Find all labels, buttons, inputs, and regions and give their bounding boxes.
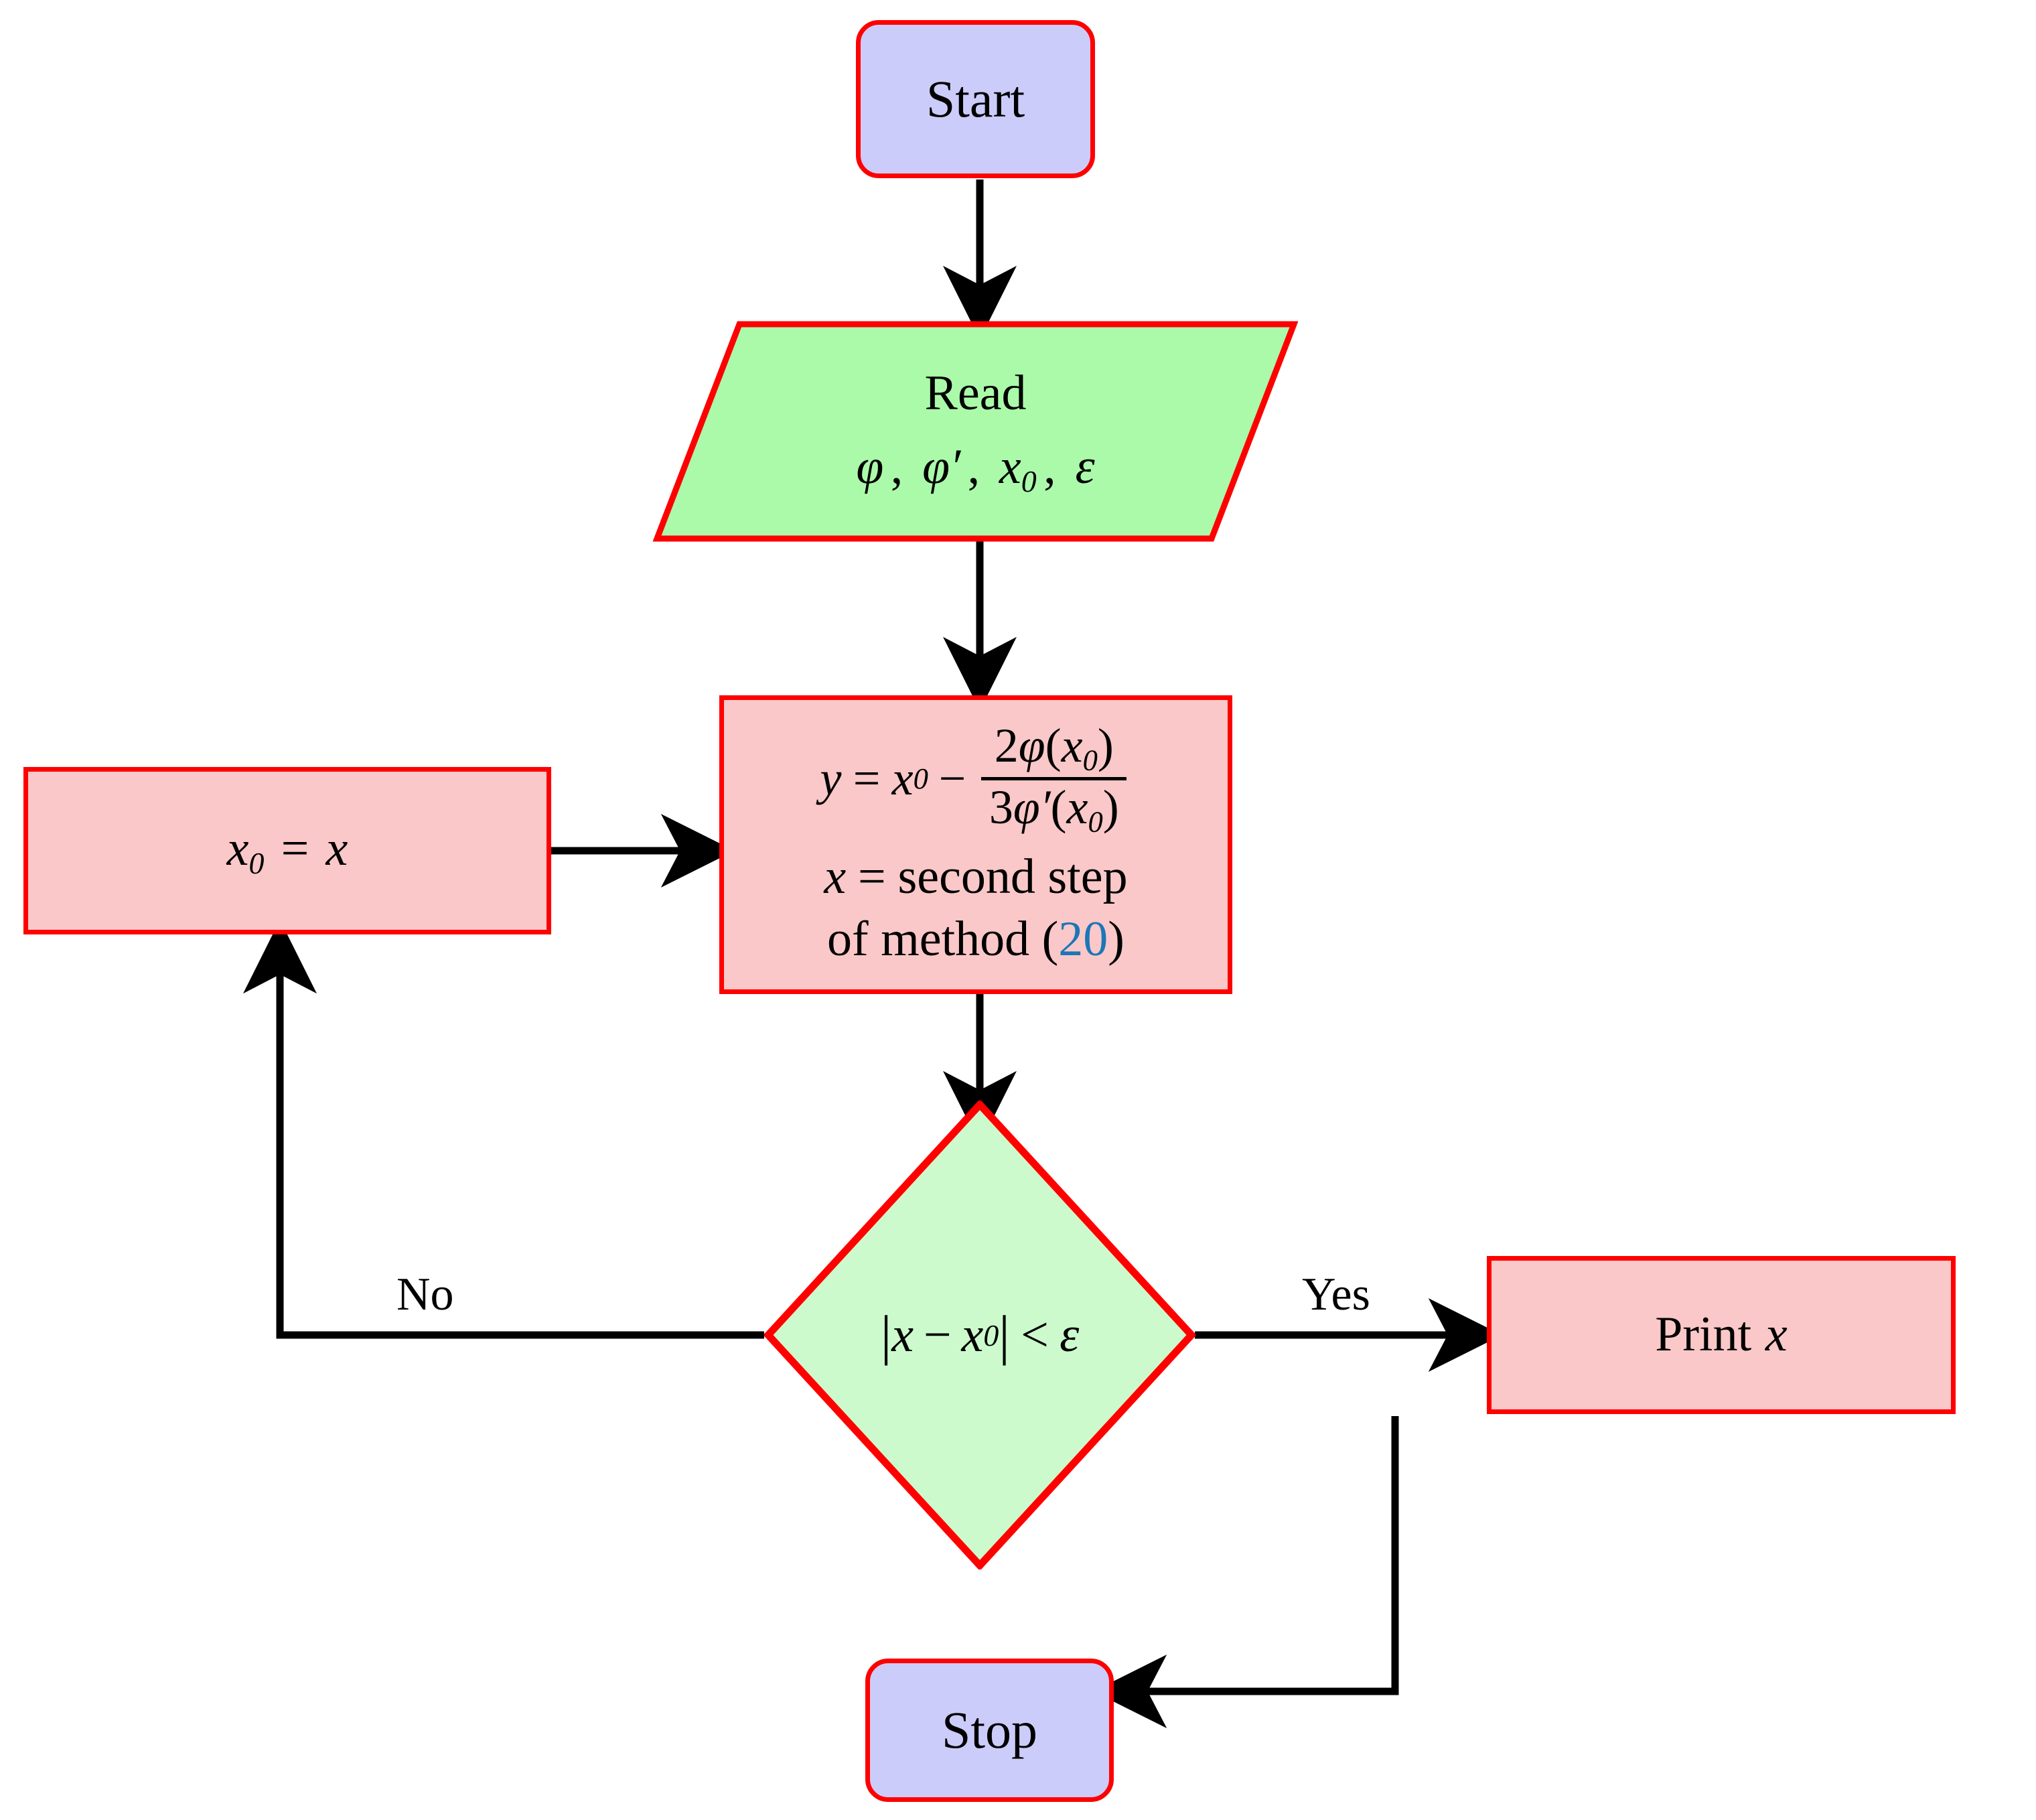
diamond-shape [764,1101,1195,1569]
node-stop-label: Stop [941,1701,1038,1760]
node-read-label: Read φ, φ′, x0, ε [653,320,1298,543]
node-read-line2: φ, φ′, x0, ε [856,439,1095,499]
node-assign[interactable]: x0=x [23,767,551,934]
node-assign-label: x0=x [226,821,348,880]
node-start-label: Start [926,70,1025,129]
edge-label-yes: Yes [1302,1269,1370,1320]
node-compute-line2: x = second step [824,849,1128,904]
node-read[interactable]: Read φ, φ′, x0, ε [653,320,1298,543]
node-read-line1: Read [924,366,1027,421]
edge-decision-assign-no [243,920,764,1339]
fraction-denominator: 3φ′(x0) [981,776,1127,837]
edge-label-no: No [396,1269,454,1320]
method-reference-link[interactable]: 20 [1058,911,1108,967]
edge-print-stop [1093,1416,1399,1728]
parallelogram-shape [653,321,1298,542]
fraction-numerator: 2φ(x0) [994,718,1114,777]
node-start[interactable]: Start [856,20,1095,178]
node-stop[interactable]: Stop [865,1659,1114,1802]
formula-fraction: 2φ(x0) 3φ′(x0) [981,718,1127,837]
node-compute-line3: of method (20) [827,910,1124,969]
